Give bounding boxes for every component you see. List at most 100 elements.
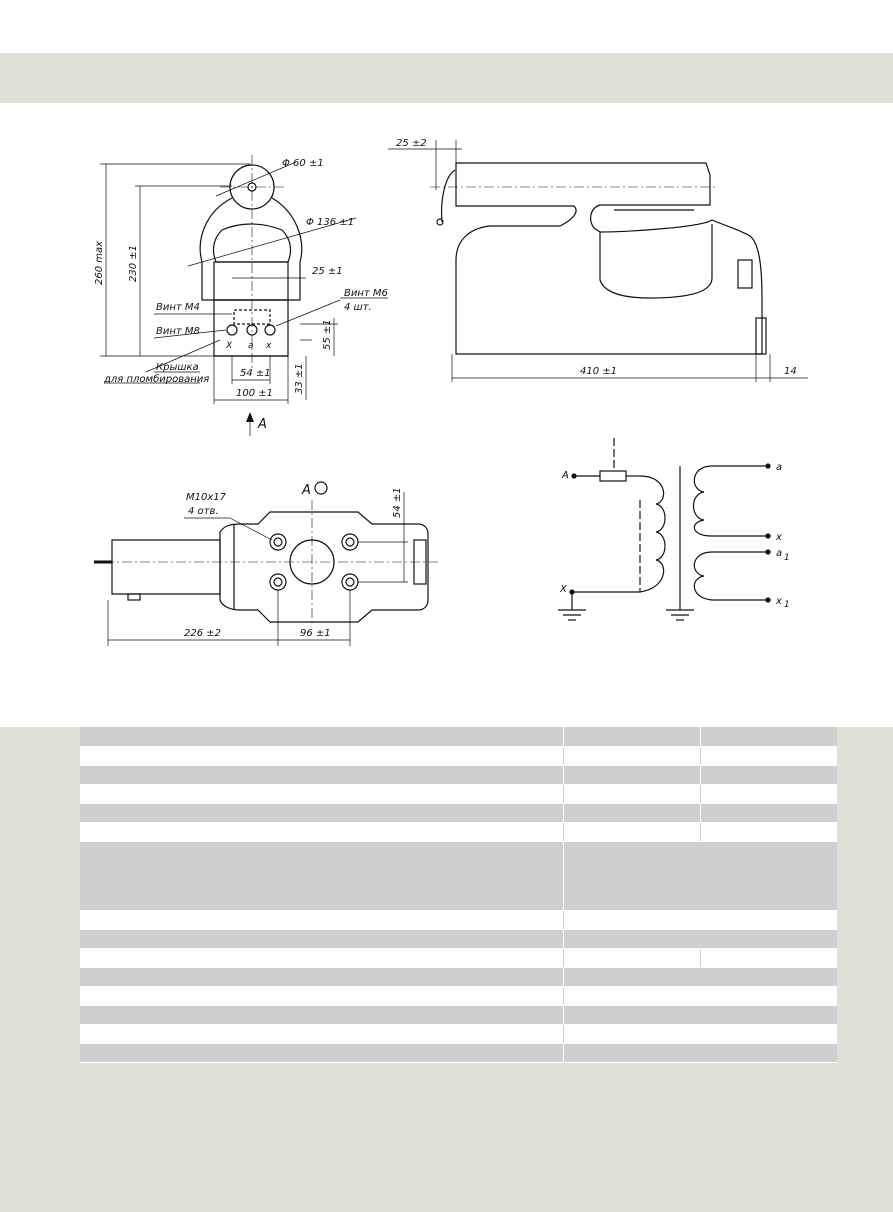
schematic-secondary-x: х bbox=[775, 532, 782, 543]
table-cell bbox=[80, 842, 564, 910]
table-cell bbox=[80, 804, 564, 822]
dim-w226: 226 ±2 bbox=[184, 628, 221, 639]
dim-h230: 230 ±1 bbox=[128, 245, 139, 282]
table-cell bbox=[701, 785, 837, 803]
label-view-arrow: А bbox=[257, 417, 267, 432]
bottom-dimensions bbox=[107, 492, 408, 646]
table-cell bbox=[80, 1006, 564, 1024]
table-cell bbox=[564, 842, 837, 910]
terminal-x-upper: Х bbox=[225, 341, 233, 351]
dim-holes-qty: 4 отв. bbox=[188, 506, 219, 517]
dim-length: 410 ±1 bbox=[580, 366, 617, 377]
bottom-view-labels: А М10х17 4 отв. 54 ±1 226 ±2 96 ±1 bbox=[184, 483, 403, 639]
dim-w54: 54 ±1 bbox=[240, 368, 271, 379]
table-cell bbox=[701, 949, 837, 967]
table-cell bbox=[701, 804, 837, 822]
table-cell bbox=[564, 804, 701, 822]
dim-extra: 14 bbox=[784, 366, 797, 377]
table-cell bbox=[564, 1025, 837, 1043]
table-cell bbox=[80, 911, 564, 929]
technical-drawing: Φ 60 ±1 Φ 136 ±1 260 max 230 ±1 25 ±1 55… bbox=[94, 138, 808, 646]
schematic-secondary-x1: x bbox=[775, 596, 782, 607]
table-cell bbox=[564, 930, 837, 948]
table-cell bbox=[564, 823, 701, 841]
table-cell bbox=[80, 766, 564, 784]
dim-h54: 54 ±1 bbox=[392, 487, 403, 518]
table-row bbox=[80, 949, 837, 968]
dim-w100: 100 ±1 bbox=[236, 388, 273, 399]
table-cell bbox=[80, 1025, 564, 1043]
schematic-primary-x: Х bbox=[559, 584, 568, 595]
dim-h55: 55 ±1 bbox=[322, 319, 333, 350]
table-cell bbox=[564, 727, 701, 746]
table-row bbox=[80, 1006, 837, 1025]
table-row bbox=[80, 1044, 837, 1063]
table-cell bbox=[80, 987, 564, 1005]
table-row bbox=[80, 766, 837, 785]
terminal-a: а bbox=[248, 341, 254, 351]
table-cell bbox=[564, 949, 701, 967]
dim-d60: Φ 60 ±1 bbox=[282, 158, 324, 169]
side-view-labels: 25 ±2 410 ±1 14 bbox=[396, 138, 797, 377]
table-row bbox=[80, 727, 837, 747]
schematic-secondary-a1-sub: 1 bbox=[784, 553, 790, 563]
table-cell bbox=[564, 987, 837, 1005]
dim-h260: 260 max bbox=[94, 241, 105, 285]
table-cell bbox=[701, 823, 837, 841]
label-cover: Крышка bbox=[156, 362, 199, 373]
table-cell bbox=[564, 1044, 837, 1062]
table-cell bbox=[80, 1044, 564, 1062]
bottom-view-title: А bbox=[301, 483, 311, 498]
schematic-labels: А Х а х a 1 x 1 bbox=[559, 462, 790, 610]
table-cell bbox=[564, 785, 701, 803]
table-cell bbox=[80, 785, 564, 803]
label-screw-m4: Винт М4 bbox=[156, 302, 200, 313]
label-screw-m6-qty: 4 шт. bbox=[344, 302, 372, 313]
schematic-secondary-a1: a bbox=[776, 548, 782, 559]
spec-table bbox=[80, 727, 837, 1063]
table-row bbox=[80, 987, 837, 1006]
dim-w96: 96 ±1 bbox=[300, 628, 331, 639]
terminal-x-lower: х bbox=[265, 341, 272, 351]
table-cell bbox=[701, 766, 837, 784]
schematic-secondary-x1-sub: 1 bbox=[784, 600, 790, 610]
dim-h33: 33 ±1 bbox=[294, 363, 305, 394]
table-cell bbox=[701, 727, 837, 746]
table-row bbox=[80, 930, 837, 949]
table-cell bbox=[701, 747, 837, 765]
table-cell bbox=[80, 823, 564, 841]
table-cell bbox=[564, 911, 837, 929]
bottom-view bbox=[94, 481, 429, 623]
label-cover-purpose: для пломбирования bbox=[103, 373, 209, 385]
table-row bbox=[80, 911, 837, 930]
table-cell bbox=[564, 968, 837, 986]
dim-top: 25 ±2 bbox=[396, 138, 427, 149]
table-row bbox=[80, 823, 837, 842]
schematic-primary-a: А bbox=[561, 470, 569, 481]
table-row bbox=[80, 804, 837, 823]
front-view-arrow bbox=[246, 412, 254, 422]
dim-holes: М10х17 bbox=[186, 492, 227, 503]
label-screw-m6: Винт М6 bbox=[344, 288, 388, 299]
table-cell bbox=[80, 727, 564, 746]
table-row bbox=[80, 1025, 837, 1044]
table-row bbox=[80, 968, 837, 987]
front-dimensions bbox=[100, 161, 388, 436]
wiring-schematic bbox=[558, 438, 771, 621]
table-cell bbox=[80, 747, 564, 765]
dim-d136: Φ 136 ±1 bbox=[306, 217, 354, 228]
front-view-labels: Φ 60 ±1 Φ 136 ±1 260 max 230 ±1 25 ±1 55… bbox=[94, 158, 388, 432]
table-cell bbox=[564, 766, 701, 784]
dim-w25: 25 ±1 bbox=[312, 266, 343, 277]
table-cell bbox=[564, 747, 701, 765]
table-cell bbox=[80, 930, 564, 948]
table-cell bbox=[80, 949, 564, 967]
header-band bbox=[0, 53, 893, 103]
table-cell bbox=[564, 1006, 837, 1024]
table-cell bbox=[80, 968, 564, 986]
label-screw-m8: Винт М8 bbox=[156, 326, 200, 337]
table-row bbox=[80, 747, 837, 766]
side-view bbox=[436, 162, 767, 355]
schematic-secondary-a: а bbox=[776, 462, 782, 473]
table-row bbox=[80, 785, 837, 804]
